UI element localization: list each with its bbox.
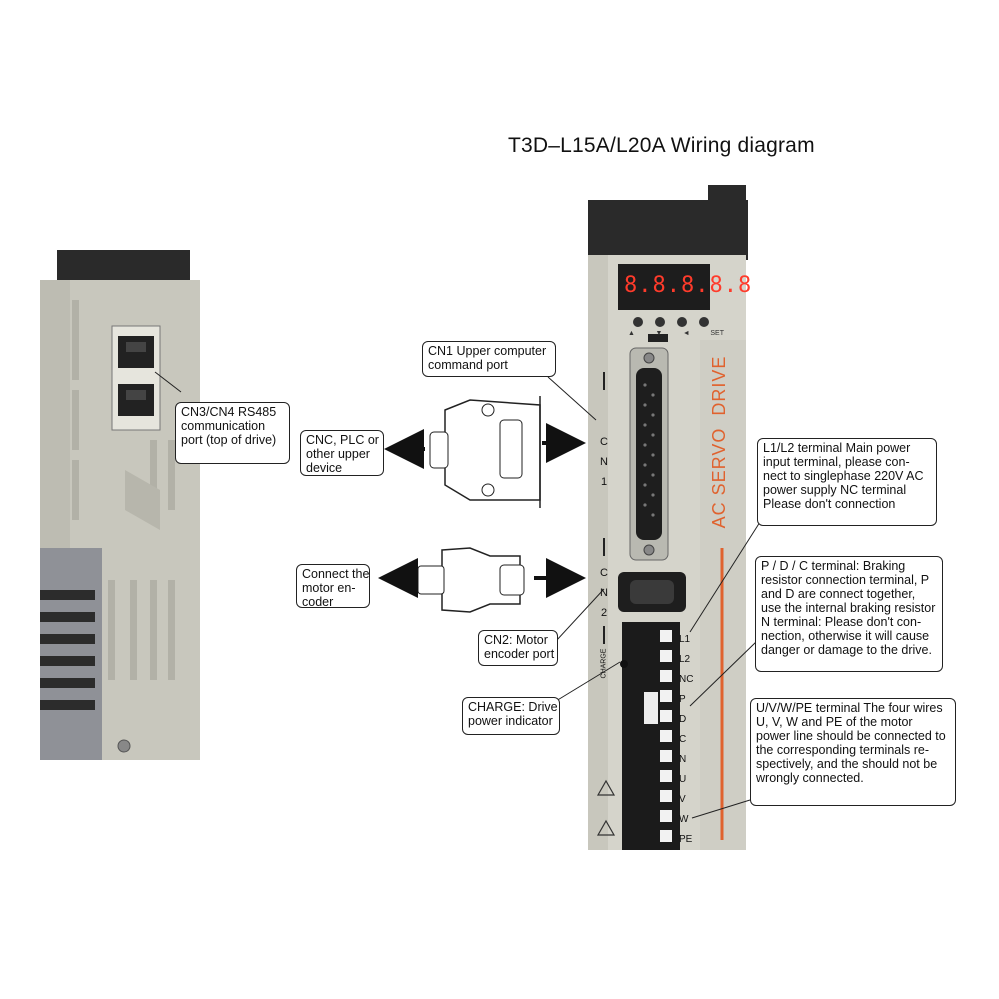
terminal-nc: NC bbox=[679, 674, 694, 685]
terminal-v: V bbox=[679, 794, 686, 805]
terminal-d: D bbox=[679, 714, 687, 725]
rs485-ports bbox=[111, 325, 161, 431]
front-top-cap bbox=[588, 200, 748, 260]
cn1-connector bbox=[629, 347, 669, 561]
cn1-cable-connector bbox=[429, 396, 541, 508]
key-shift-label[interactable]: ◄ bbox=[682, 330, 690, 337]
terminal-l1: L1 bbox=[679, 634, 691, 645]
terminal-u: U bbox=[679, 774, 687, 785]
terminal-c: C bbox=[679, 734, 687, 745]
key-down-label[interactable]: ▼ bbox=[655, 330, 663, 337]
led-display: 8.8.8.8.8 bbox=[624, 273, 753, 298]
terminal-p: P bbox=[679, 694, 686, 705]
terminal-l2: L2 bbox=[679, 654, 691, 665]
brand-text: AC SERVO DRIVE bbox=[709, 355, 729, 529]
heatsink bbox=[40, 548, 102, 760]
key-set-label[interactable]: SET bbox=[710, 330, 724, 337]
key-up-label[interactable]: ▲ bbox=[628, 330, 635, 337]
led-display-frame bbox=[618, 264, 710, 310]
charge-label: CHARGE bbox=[600, 648, 608, 679]
terminal-labels: L1 L2 NC P D C N U V W PE bbox=[679, 630, 693, 850]
terminal-w: W bbox=[679, 814, 689, 825]
panel-keys: ▲ ▼ ◄ SET bbox=[628, 330, 724, 337]
diagram-title: T3D–L15A/L20A Wiring diagram bbox=[508, 134, 815, 157]
leader-lines bbox=[154, 371, 761, 819]
terminal-pe: PE bbox=[679, 834, 693, 845]
drive-side-view bbox=[40, 250, 200, 760]
cn2-cable-connector bbox=[417, 547, 525, 613]
drive-front-view bbox=[588, 185, 748, 850]
terminal-n: N bbox=[679, 754, 687, 765]
